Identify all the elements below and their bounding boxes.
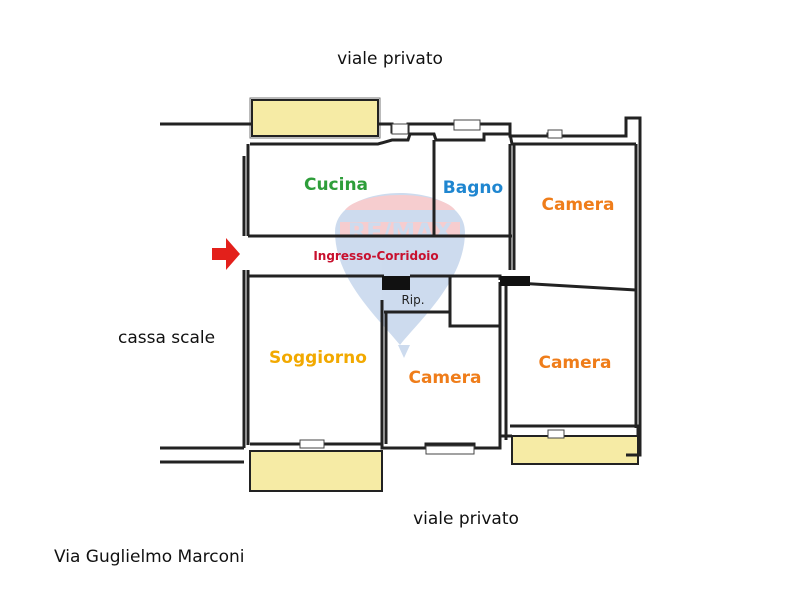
wall-block xyxy=(382,276,410,290)
room-label-ripostiglio: Rip. xyxy=(401,293,424,307)
room-label-camera-sud: Camera xyxy=(538,353,611,373)
room-label-camera-centro: Camera xyxy=(408,368,481,388)
room-label-camera-nord: Camera xyxy=(541,195,614,215)
windows xyxy=(299,119,565,455)
room-label-bagno: Bagno xyxy=(443,178,503,198)
street-label-bottom: viale privato xyxy=(413,509,519,529)
room-label-cucina: Cucina xyxy=(304,175,368,195)
room-label-soggiorno: Soggiorno xyxy=(269,348,367,368)
interior-walls xyxy=(248,140,638,444)
stairwell-label: cassa scale xyxy=(118,328,215,348)
watermark-text: RE/MAX xyxy=(348,218,453,246)
walls xyxy=(160,116,642,464)
balcony-bottom-left xyxy=(249,450,383,492)
balcony-bottom-right xyxy=(511,435,639,465)
room-label-corridoio: Ingresso-Corridoio xyxy=(313,249,438,263)
wall-block xyxy=(500,276,530,286)
street-label-main: Via Guglielmo Marconi xyxy=(54,547,244,567)
balcony-top xyxy=(251,99,379,137)
entry-arrow-icon xyxy=(212,238,240,270)
street-label-top: viale privato xyxy=(337,49,443,69)
